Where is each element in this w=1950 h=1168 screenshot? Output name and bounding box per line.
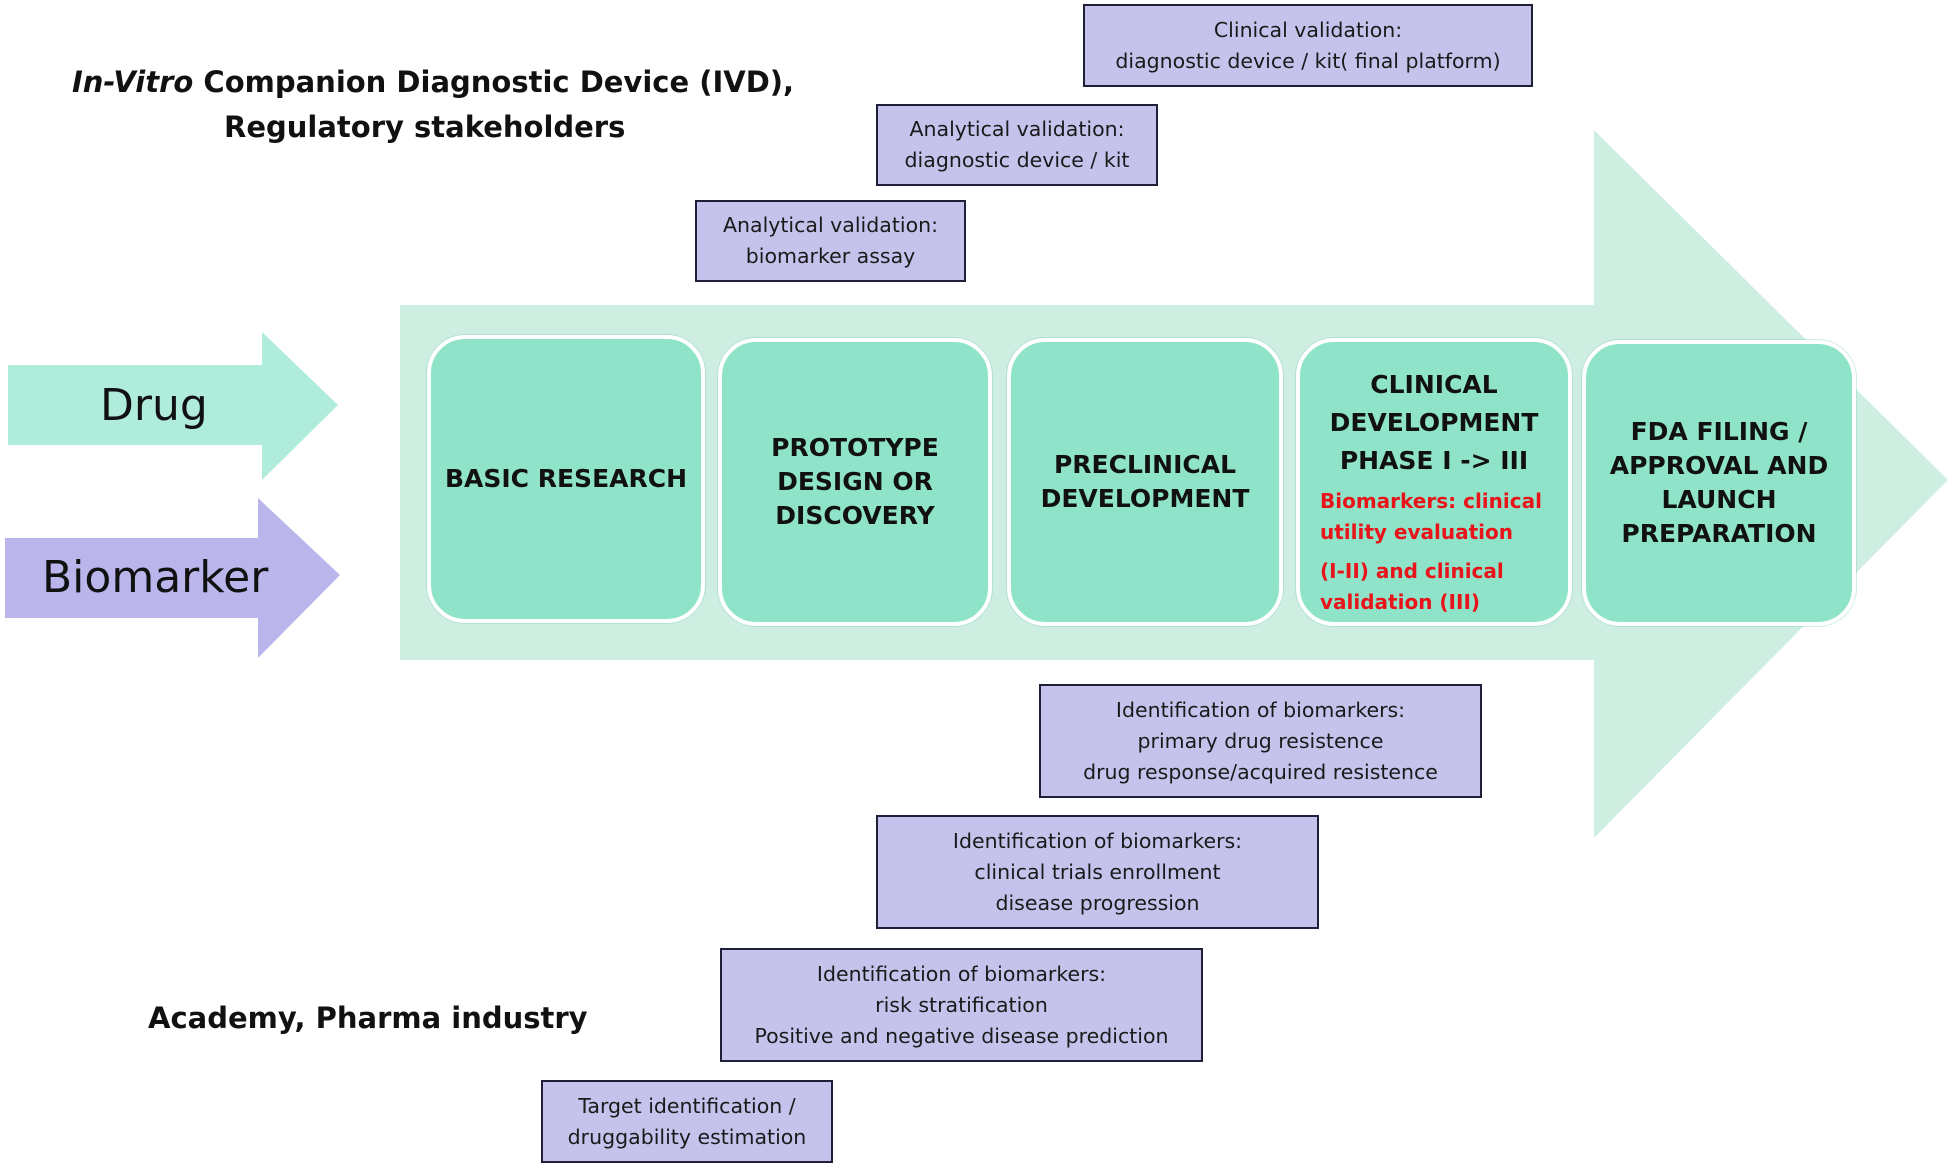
stage-fda-filing: FDA FILING / APPROVAL AND LAUNCH PREPARA… [1582, 340, 1856, 626]
box-line: disease progression [995, 890, 1200, 915]
box-analytical-validation-assay: Analytical validation: biomarker assay [695, 200, 966, 282]
box-line: clinical trials enrollment [974, 859, 1221, 884]
ivd-stakeholders-label: In-Vitro Companion Diagnostic Device (IV… [72, 60, 794, 150]
stage-title: FDA FILING / APPROVAL AND LAUNCH PREPARA… [1609, 417, 1829, 548]
stage-title: PROTOTYPE DESIGN OR DISCOVERY [771, 433, 939, 530]
stage-title: PRECLINICAL DEVELOPMENT [1040, 450, 1250, 513]
box-line: primary drug resistence [1137, 728, 1384, 753]
box-line: Analytical validation: [909, 117, 1125, 141]
in-vitro-italic: In-Vitro [72, 65, 194, 99]
stage-preclinical-development: PRECLINICAL DEVELOPMENT [1007, 338, 1283, 626]
box-analytical-validation-device: Analytical validation: diagnostic device… [876, 104, 1158, 186]
box-biomarkers-trials-enrollment: Identification of biomarkers: clinical t… [876, 815, 1319, 929]
box-target-identification: Target identification / druggability est… [541, 1080, 833, 1163]
stage-prototype-design: PROTOTYPE DESIGN OR DISCOVERY [718, 338, 992, 626]
box-biomarkers-drug-resistence: Identification of biomarkers: primary dr… [1039, 684, 1482, 798]
stage-basic-research: BASIC RESEARCH [427, 335, 705, 623]
box-line: Clinical validation: [1213, 17, 1403, 42]
box-clinical-validation: Clinical validation: diagnostic device /… [1083, 4, 1533, 87]
box-line: Analytical validation: [722, 213, 939, 237]
ivd-line1: Companion Diagnostic Device (IVD), [193, 65, 795, 99]
drug-arrow [8, 332, 338, 480]
box-line: druggability estimation [567, 1124, 807, 1149]
box-line: Identification of biomarkers: [952, 828, 1243, 853]
box-line: biomarker assay [745, 244, 916, 268]
box-line: risk stratification [875, 992, 1048, 1017]
box-line: drug response/acquired resistence [1083, 759, 1438, 784]
biomarker-label: Biomarker [42, 552, 269, 603]
stage-clinical-development: CLINICAL DEVELOPMENT PHASE I -> III Biom… [1296, 338, 1572, 626]
box-line: diagnostic device / kit [904, 148, 1130, 172]
box-line: Target identification / [578, 1093, 796, 1118]
box-line: Identification of biomarkers: [1115, 697, 1406, 722]
clinical-note-validation: (I-II) and clinical validation (III) [1320, 559, 1504, 614]
box-line: Positive and negative disease prediction [754, 1023, 1169, 1048]
ivd-line2: Regulatory stakeholders [224, 110, 626, 144]
drug-label: Drug [100, 380, 208, 431]
clinical-note-utility: Biomarkers: clinical utility evaluation [1320, 489, 1542, 544]
academy-stakeholders-label: Academy, Pharma industry [148, 1001, 588, 1035]
stage-title: CLINICAL DEVELOPMENT PHASE I -> III [1329, 370, 1539, 475]
stage-title: BASIC RESEARCH [444, 464, 688, 493]
box-line: Identification of biomarkers: [816, 961, 1107, 986]
biomarker-arrow [5, 498, 340, 658]
box-biomarkers-risk-stratification: Identification of biomarkers: risk strat… [720, 948, 1203, 1062]
box-line: diagnostic device / kit( final platform) [1115, 48, 1501, 73]
